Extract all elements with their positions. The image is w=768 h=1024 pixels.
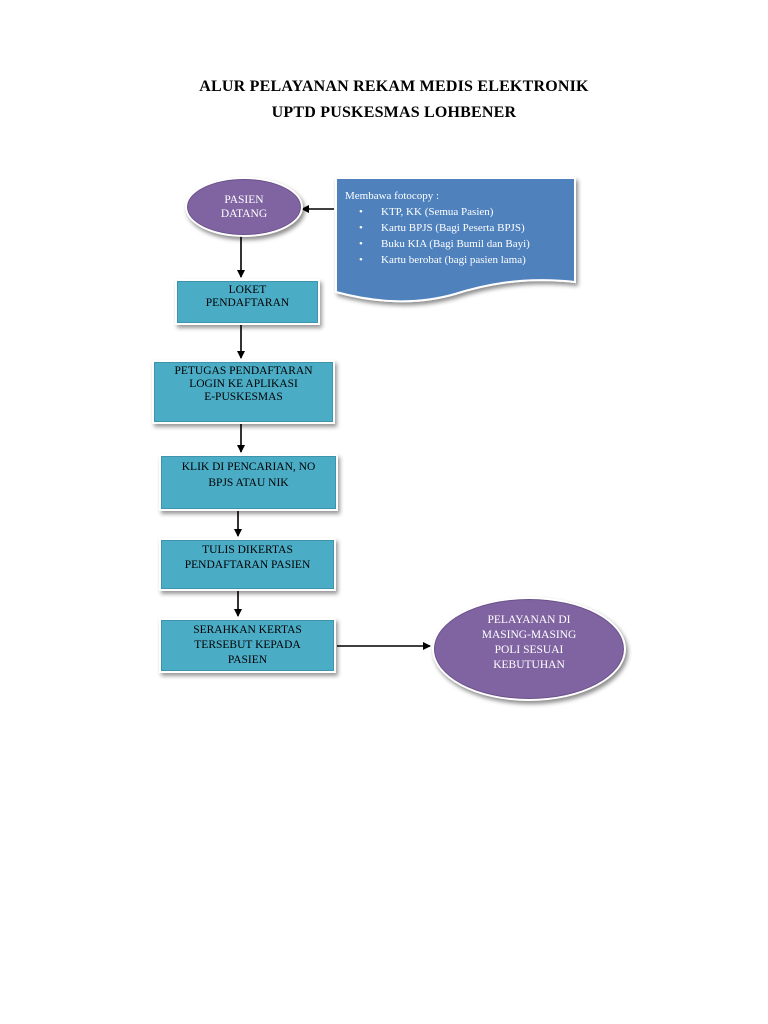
process-tulis-kertas: TULIS DIKERTAS PENDAFTARAN PASIEN xyxy=(159,538,336,591)
process-label: KLIK DI PENCARIAN, NO BPJS ATAU NIK xyxy=(181,461,316,489)
title-line-2: UPTD PUSKESMAS LOHBENER xyxy=(271,104,517,121)
note-item: KTP, KK (Semua Pasien) xyxy=(359,204,575,220)
start-terminal-pasien-datang: PASIEN DATANG xyxy=(185,177,303,237)
note-list: KTP, KK (Semua Pasien) Kartu BPJS (Bagi … xyxy=(345,204,575,268)
note-heading: Membawa fotocopy : xyxy=(345,190,440,202)
note-item: Kartu BPJS (Bagi Peserta BPJS) xyxy=(359,220,575,236)
end-terminal-label: PELAYANAN DI MASING-MASING POLI SESUAI K… xyxy=(481,614,577,671)
process-label: SERAHKAN KERTAS TERSEBUT KEPADA PASIEN xyxy=(193,624,302,666)
process-klik-pencarian: KLIK DI PENCARIAN, NO BPJS ATAU NIK xyxy=(159,454,338,511)
process-label: PETUGAS PENDAFTARAN LOGIN KE APLIKASI E-… xyxy=(174,365,313,403)
process-petugas-login: PETUGAS PENDAFTARAN LOGIN KE APLIKASI E-… xyxy=(152,360,335,424)
title-line-1: ALUR PELAYANAN REKAM MEDIS ELEKTRONIK xyxy=(199,78,589,95)
note-item: Buku KIA (Bagi Bumil dan Bayi) xyxy=(359,236,575,252)
process-label: TULIS DIKERTAS PENDAFTARAN PASIEN xyxy=(184,544,311,571)
process-loket-pendaftaran: LOKET PENDAFTARAN xyxy=(175,279,320,325)
note-item: Kartu berobat (bagi pasien lama) xyxy=(359,252,575,268)
process-label: LOKET PENDAFTARAN xyxy=(205,284,290,309)
requirements-note: Membawa fotocopy : KTP, KK (Semua Pasien… xyxy=(345,188,575,268)
process-serahkan-kertas: SERAHKAN KERTAS TERSEBUT KEPADA PASIEN xyxy=(159,618,336,673)
end-terminal-pelayanan-poli: PELAYANAN DI MASING-MASING POLI SESUAI K… xyxy=(432,597,626,701)
start-terminal-label: PASIEN DATANG xyxy=(220,194,268,220)
